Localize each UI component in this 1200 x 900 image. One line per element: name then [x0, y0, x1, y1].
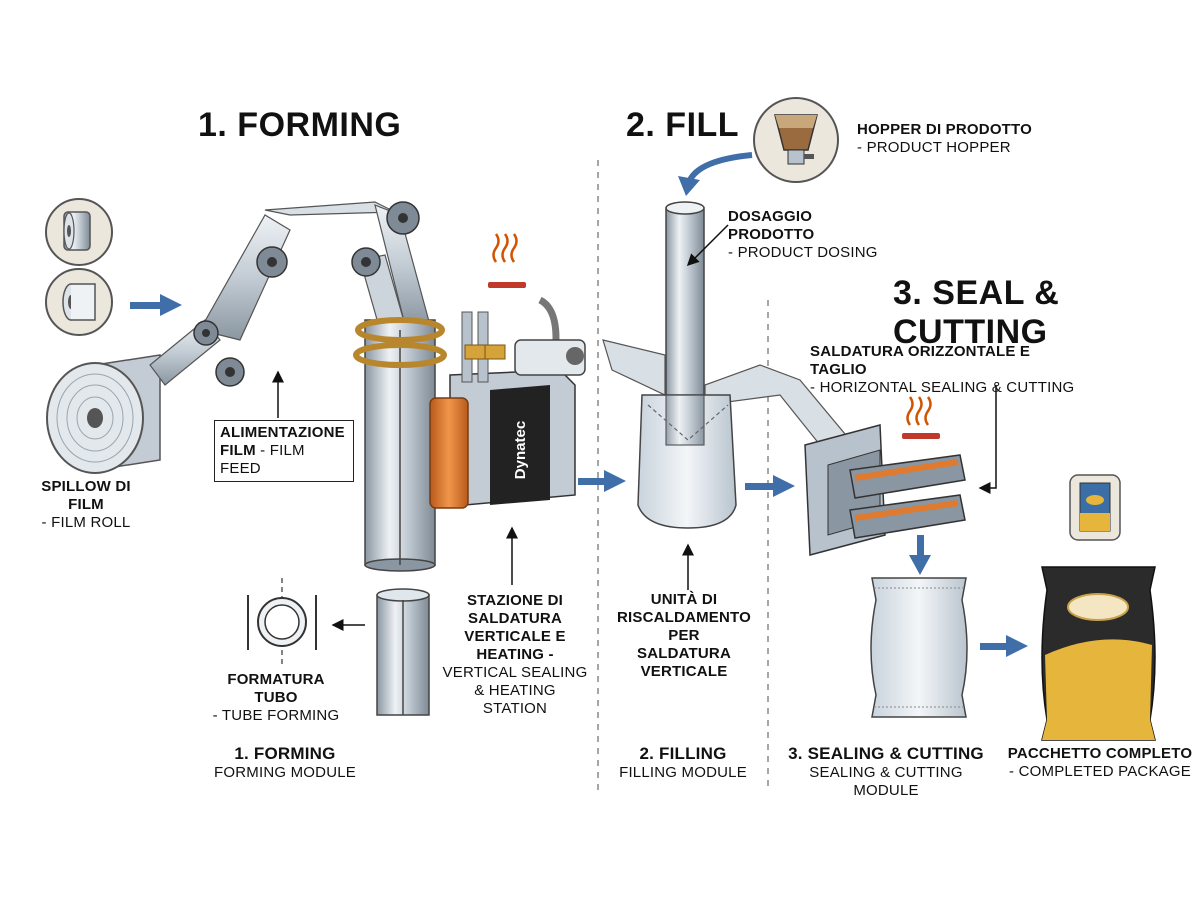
- roller: [193, 201, 420, 387]
- horizontal-sealing-jaws: [804, 424, 966, 556]
- label-vs-it-2: VERTICALE E: [464, 628, 566, 645]
- flow-arrow: [980, 635, 1028, 657]
- label-tube-forming-en: - TUBE FORMING: [212, 707, 340, 724]
- heater-brand: Dynatec: [512, 421, 529, 479]
- module-sealing: 3. SEALING & CUTTING SEALING & CUTTING M…: [776, 745, 996, 800]
- module-filling-subtitle: FILLING MODULE: [619, 764, 747, 781]
- completed-package: [1041, 566, 1156, 741]
- flow-arrow: [130, 294, 182, 316]
- label-heating-unit: UNITÀ DI RISCALDAMENTO PER SALDATURA VER…: [600, 591, 768, 681]
- module-filling-title: 2. FILLING: [639, 744, 727, 763]
- label-film-roll-en: - FILM ROLL: [41, 514, 131, 531]
- label-dosing-en: - PRODUCT DOSING: [728, 244, 878, 261]
- label-horizontal-en: - HORIZONTAL SEALING & CUTTING: [810, 379, 1075, 396]
- hopper-icon: [753, 97, 839, 183]
- flow-arrow: [909, 535, 931, 575]
- film-roll: [46, 354, 161, 474]
- tube-segment: [376, 588, 430, 716]
- label-tube-forming: FORMATURA TUBO - TUBE FORMING: [206, 671, 346, 725]
- label-film-feed-en: - FILM FEED: [220, 442, 305, 477]
- flow-arrow: [678, 152, 753, 196]
- tube-forming-icon: [247, 578, 317, 665]
- module-sealing-subtitle: SEALING & CUTTING MODULE: [809, 764, 963, 799]
- label-film-feed-it2: FILM: [220, 442, 256, 459]
- module-forming-title: 1. FORMING: [234, 744, 336, 763]
- forming-tube: [353, 317, 447, 572]
- filling-bag: [637, 394, 737, 529]
- label-film-feed-it1: ALIMENTAZIONE: [220, 424, 345, 441]
- label-hu-1: RISCALDAMENTO PER: [617, 609, 751, 644]
- label-hopper-en: - PRODUCT HOPPER: [857, 139, 1011, 156]
- label-hopper-it: HOPPER DI PRODOTTO: [857, 121, 1033, 138]
- label-vs-it-0: STAZIONE DI: [466, 592, 564, 609]
- heat-icon: [902, 396, 940, 439]
- label-film-roll: SPILLOW DI FILM - FILM ROLL: [24, 478, 148, 532]
- module-completed-package: PACCHETTO COMPLETO - COMPLETED PACKAGE: [1005, 745, 1195, 781]
- label-tube-forming-it: FORMATURA TUBO: [227, 671, 325, 706]
- label-film-roll-it: SPILLOW DI FILM: [41, 478, 131, 513]
- title-forming: 1. FORMING: [198, 106, 402, 144]
- label-hopper: HOPPER DI PRODOTTO - PRODUCT HOPPER: [857, 121, 1047, 157]
- label-hu-0: UNITÀ DI: [650, 591, 718, 608]
- label-horizontal-it: SALDATURA ORIZZONTALE E TAGLIO: [810, 343, 1031, 378]
- film-roll-unwind-icon: [45, 268, 113, 336]
- flow-arrow: [745, 475, 795, 497]
- label-film-feed: ALIMENTAZIONE FILM - FILM FEED: [214, 420, 354, 482]
- module-package-title: PACCHETTO COMPLETO: [1007, 745, 1193, 762]
- pointer-line: [978, 385, 997, 494]
- heat-icon: [488, 233, 526, 288]
- film-web: [149, 201, 431, 386]
- label-vs-en-1: & HEATING STATION: [474, 682, 556, 717]
- flow-arrow: [578, 470, 626, 492]
- label-vs-en-0: VERTICAL SEALING: [442, 664, 588, 681]
- sealed-bag: [870, 577, 968, 718]
- film-roll-icon: [45, 198, 113, 266]
- label-vertical-station: STAZIONE DI SALDATURA VERTICALE E HEATIN…: [440, 592, 590, 718]
- module-filling: 2. FILLING FILLING MODULE: [608, 745, 758, 782]
- module-sealing-title: 3. SEALING & CUTTING: [788, 744, 984, 763]
- title-seal-cutting: 3. SEAL & CUTTING: [893, 274, 1060, 351]
- label-dosing-it: DOSAGGIO PRODOTTO: [728, 208, 815, 243]
- label-vs-it-1: SALDATURA: [467, 610, 562, 627]
- module-package-subtitle: - COMPLETED PACKAGE: [1009, 763, 1191, 780]
- pointer-line: [686, 224, 729, 267]
- vertical-sealing-station: Dynatec: [429, 296, 586, 509]
- label-horizontal-sealing: SALDATURA ORIZZONTALE E TAGLIO - HORIZON…: [810, 343, 1080, 397]
- module-forming: 1. FORMING FORMING MODULE: [200, 745, 370, 782]
- package-icon: [1069, 474, 1121, 541]
- module-forming-subtitle: FORMING MODULE: [214, 764, 356, 781]
- title-fill: 2. FILL: [626, 106, 740, 144]
- label-hu-2: SALDATURA VERTICALE: [636, 645, 731, 680]
- label-dosing: DOSAGGIO PRODOTTO - PRODUCT DOSING: [728, 208, 898, 262]
- label-vs-it-3: HEATING -: [476, 646, 554, 663]
